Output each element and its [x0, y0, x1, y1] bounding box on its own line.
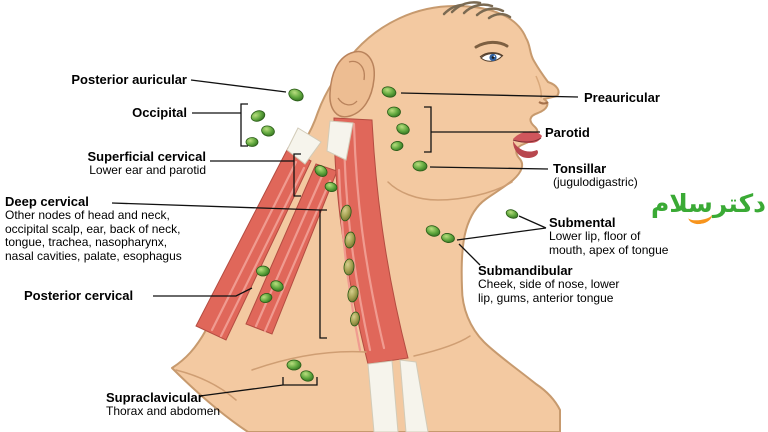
nodes-submental [425, 209, 519, 243]
label-title: Parotid [545, 125, 590, 140]
lymph-nodes [245, 86, 519, 382]
leader-submandibular [458, 243, 481, 266]
leader-posterior-auricular [190, 79, 287, 93]
leader-posterior-cervical [153, 287, 253, 297]
node-preauricular [381, 86, 397, 98]
leader-supraclavicular [199, 377, 318, 397]
leader-parotid [424, 106, 540, 153]
leader-occipital [192, 103, 248, 147]
leader-lines [111, 79, 579, 397]
label-posterior-auricular: Posterior auricular [20, 72, 187, 87]
label-title: Submandibular [478, 263, 573, 278]
node-tonsillar [412, 160, 428, 172]
leader-preauricular [400, 92, 579, 98]
watermark-logo: دکترسلام [650, 189, 766, 218]
body-contours [175, 181, 513, 401]
label-title: Superficial cervical [87, 149, 206, 164]
label-desc: Other nodes of head and neck, occipital … [5, 208, 182, 263]
nodes-parotid [387, 106, 410, 151]
label-desc: Cheek, side of nose, lower lip, gums, an… [478, 277, 620, 305]
leader-superficial-cervical [210, 153, 301, 197]
hair-icon [442, 1, 512, 20]
label-title: Deep cervical [5, 194, 89, 209]
label-deep-cervical: Deep cervical Other nodes of head and ne… [5, 194, 241, 263]
nodes-occipital [245, 110, 275, 147]
label-title: Occipital [132, 105, 187, 120]
label-title: Tonsillar [553, 161, 607, 176]
label-preauricular: Preauricular [584, 90, 660, 105]
label-occipital: Occipital [20, 105, 187, 120]
label-posterior-cervical: Posterior cervical [24, 288, 133, 303]
label-title: Supraclavicular [106, 390, 203, 405]
leader-submental [456, 215, 547, 241]
head-neck-figure [111, 1, 579, 432]
label-desc: Lower lip, floor of mouth, apex of tongu… [549, 229, 669, 257]
eye-icon [479, 52, 504, 62]
label-submandibular: Submandibular Cheek, side of nose, lower… [478, 263, 619, 305]
label-title: Submental [549, 215, 616, 230]
nodes-posterior-cervical [256, 265, 284, 304]
muscle-tendons [286, 120, 429, 432]
nodes-supraclavicular [286, 359, 314, 382]
label-submental: Submental Lower lip, floor of mouth, ape… [549, 215, 668, 257]
ear-icon [329, 50, 375, 118]
label-supraclavicular: Supraclavicular Thorax and abdomen [106, 390, 220, 419]
nodes-superficial-cervical [314, 165, 338, 193]
label-desc: Lower ear and parotid [89, 163, 206, 177]
label-parotid: Parotid [545, 125, 590, 140]
node-posterior-auricular [288, 88, 304, 102]
eyebrow-icon [474, 40, 509, 49]
label-title: Preauricular [584, 90, 660, 105]
label-desc: (jugulodigastric) [553, 175, 638, 189]
label-title: Posterior auricular [71, 72, 187, 87]
label-tonsillar: Tonsillar (jugulodigastric) [553, 161, 638, 190]
lips-icon [512, 131, 542, 158]
leader-deep-cervical [111, 202, 327, 339]
label-desc: Thorax and abdomen [106, 404, 221, 418]
nodes-deep-cervical [340, 204, 360, 327]
label-superficial-cervical: Superficial cervical Lower ear and parot… [20, 149, 206, 178]
label-title: Posterior cervical [24, 288, 134, 303]
leader-tonsillar [429, 166, 549, 170]
